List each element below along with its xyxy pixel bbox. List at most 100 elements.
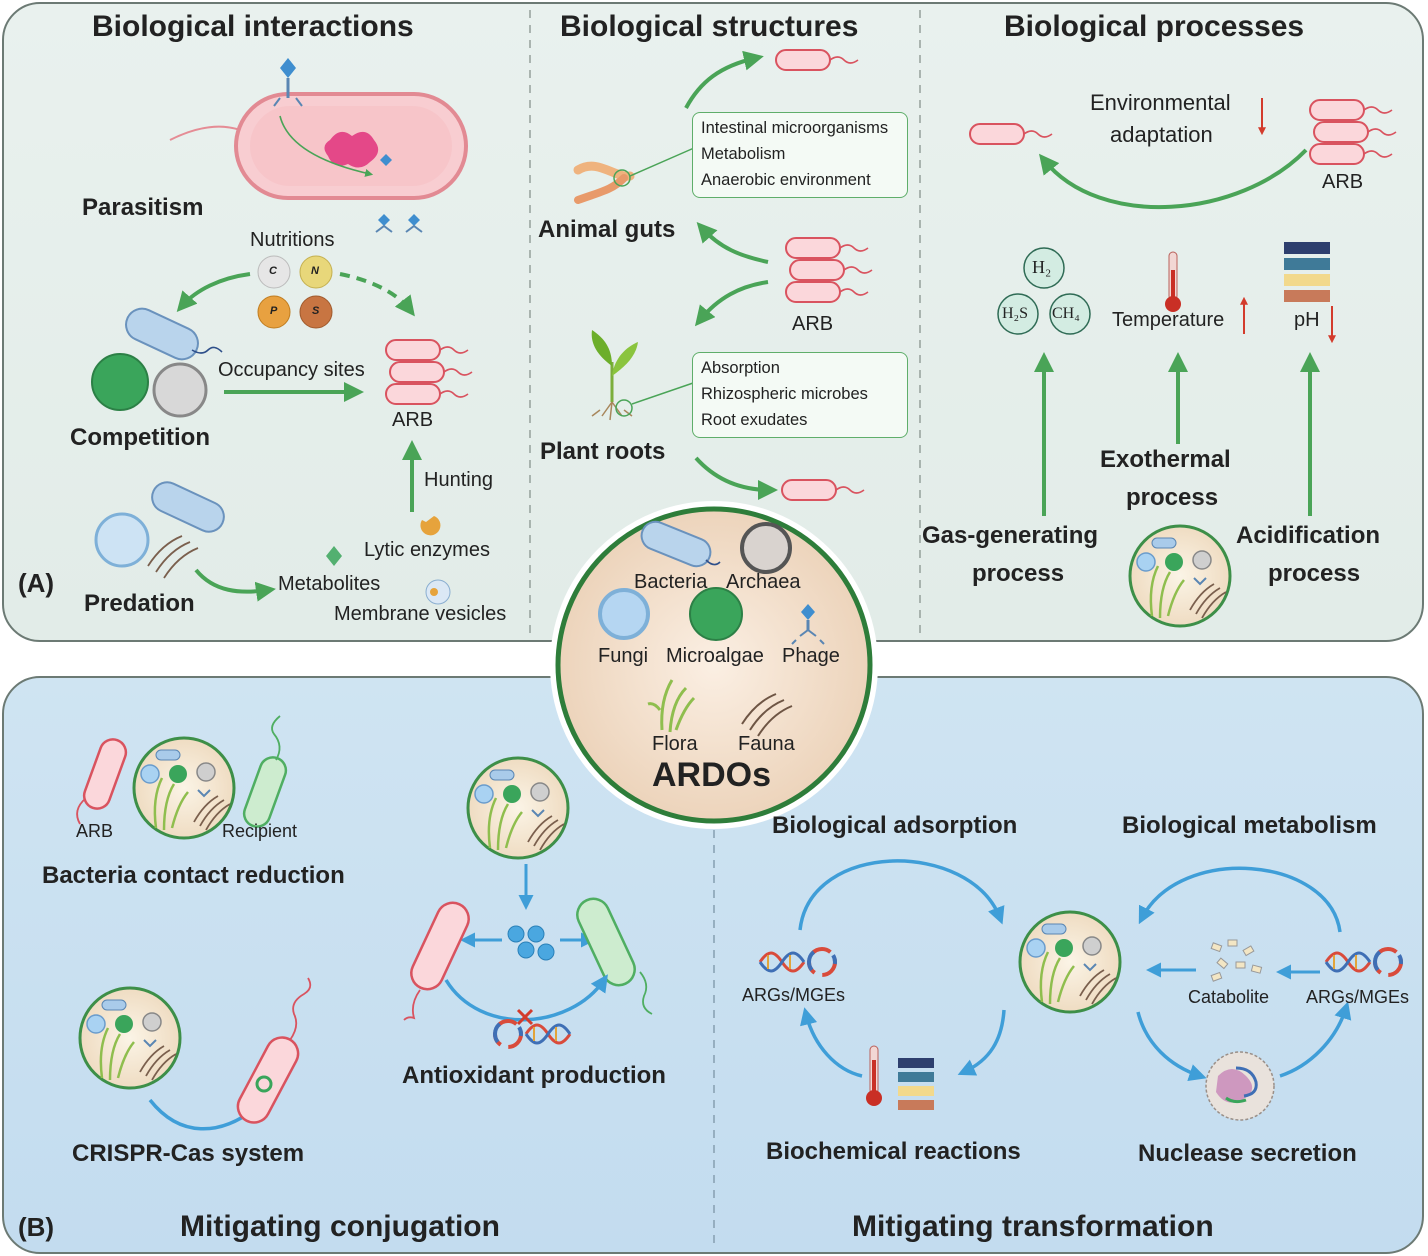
arb-stack-interactions <box>386 340 472 404</box>
label-acid-line1: Acidification <box>1236 522 1381 549</box>
label-parasitism: Parasitism <box>82 194 204 221</box>
label-args-right: ARGs/MGEs <box>1306 987 1410 1007</box>
label-catabolite: Catabolite <box>1188 987 1270 1007</box>
label-vesicles: Membrane vesicles <box>334 603 507 625</box>
label-ph: pH <box>1294 309 1320 331</box>
antioxidant-particles <box>507 925 555 961</box>
title-structures: Biological structures <box>560 10 859 43</box>
label-env-line1: Environmental <box>1090 90 1231 115</box>
arrow-biochem-to-args <box>800 1007 863 1078</box>
connector-gut <box>629 147 695 177</box>
arrow-nuclease-to-args <box>1279 1001 1352 1078</box>
label-arb-b: ARB <box>76 821 114 841</box>
gut-factors-box: Intestinal microorganisms Metabolism Ana… <box>692 112 908 198</box>
ardo-mini-contact <box>132 736 236 840</box>
dna-icon-left <box>758 951 806 973</box>
arrow-nutrition-right <box>339 272 415 317</box>
label-panel-b: (B) <box>18 1212 55 1242</box>
label-acid-line2: process <box>1268 560 1361 587</box>
catabolite-fragments <box>1210 939 1263 982</box>
contact-reduction-graphic <box>76 738 128 825</box>
org-phage: Phage <box>782 645 840 667</box>
label-panel-a: (A) <box>18 568 55 598</box>
label-recipient: Recipient <box>222 821 298 841</box>
recipient-graphic <box>242 715 288 828</box>
org-microalgae: Microalgae <box>666 645 764 667</box>
label-arb-processes: ARB <box>1322 171 1364 193</box>
arrow-to-roots <box>694 280 769 327</box>
label-competition: Competition <box>70 424 210 451</box>
donor-cell <box>403 901 470 1021</box>
ardo-title: ARDOs <box>652 756 772 794</box>
gas-h2s: H₂S <box>1002 305 1029 322</box>
parasitism-cell <box>169 58 468 233</box>
label-animal-guts: Animal guts <box>538 216 676 243</box>
thermometer-icon <box>1165 251 1181 312</box>
gut-item: Intestinal microorganisms <box>701 119 889 137</box>
arrow-metabolism-top <box>1138 866 1342 933</box>
label-exo-line1: Exothermal <box>1100 446 1231 473</box>
ardo-mini-processes <box>1128 524 1232 628</box>
biochem-icons <box>866 1045 934 1110</box>
title-processes: Biological processes <box>1004 10 1305 43</box>
root-factors-box: Absorption Rhizospheric microbes Root ex… <box>692 352 908 438</box>
gas-ch4: CH₄ <box>1052 305 1080 322</box>
label-predation: Predation <box>84 590 195 617</box>
root-item: Root exudates <box>701 411 808 429</box>
predation-organisms <box>94 481 451 605</box>
arrow-conjugation-blocked <box>444 974 608 1022</box>
root-item: Absorption <box>701 359 780 377</box>
arrow-to-nuclease <box>1136 1011 1207 1081</box>
worm <box>573 161 635 204</box>
arb-stack-structures <box>786 238 872 302</box>
title-interactions: Biological interactions <box>92 10 414 43</box>
label-hunting: Hunting <box>424 469 493 491</box>
label-biochem: Biochemical reactions <box>766 1138 1021 1165</box>
label-temperature: Temperature <box>1112 309 1225 331</box>
org-fauna: Fauna <box>738 733 795 755</box>
label-adsorption: Biological adsorption <box>772 812 1018 839</box>
connector-root <box>631 381 697 405</box>
arrow-adaptation <box>1038 148 1308 210</box>
label-gas-line2: process <box>972 560 1065 587</box>
label-nuclease: Nuclease secretion <box>1138 1140 1357 1167</box>
title-mitigating-conjugation: Mitigating conjugation <box>180 1210 500 1243</box>
arb-stack-processes <box>1310 100 1396 164</box>
label-contact-reduction: Bacteria contact reduction <box>42 862 345 889</box>
ph-scale-icon <box>1284 242 1330 302</box>
gut-item: Metabolism <box>701 145 786 163</box>
label-exo-line2: process <box>1126 484 1219 511</box>
nutrient-n: N <box>311 265 319 277</box>
arrow-structure-bottom <box>694 456 778 500</box>
dna-icon <box>524 1023 572 1045</box>
gas-h2: H₂ <box>1032 257 1052 277</box>
label-crispr: CRISPR-Cas system <box>72 1140 305 1167</box>
arrow-nutrition-left <box>176 272 251 313</box>
ardo-mini-crispr <box>78 986 182 1090</box>
gut-item: Anaerobic environment <box>701 171 871 189</box>
cross-icon <box>516 1008 534 1026</box>
recipient-cell <box>576 897 653 1015</box>
crispr-target-cell <box>236 977 312 1124</box>
arrow-to-guts <box>696 222 769 264</box>
title-mitigating-transformation: Mitigating transformation <box>852 1210 1214 1243</box>
label-metabolism: Biological metabolism <box>1122 812 1377 839</box>
ardo-mini-antioxidant <box>466 756 570 860</box>
arrow-adsorption-top <box>798 859 1005 931</box>
org-fungi: Fungi <box>598 645 649 667</box>
dna-icon-right <box>1324 951 1372 973</box>
nutrient-p: P <box>270 305 278 317</box>
org-flora: Flora <box>652 733 698 755</box>
arb-top <box>775 49 859 71</box>
label-nutritions: Nutritions <box>250 229 335 251</box>
org-archaea: Archaea <box>726 571 801 593</box>
plasmid-icon-right <box>1373 947 1403 977</box>
arrow-to-biochem <box>957 1009 1006 1076</box>
nutrient-c: C <box>269 265 277 277</box>
gas-circles <box>997 247 1091 335</box>
arb-adapted <box>969 123 1053 145</box>
arb-bottom <box>781 479 865 501</box>
plasmid-icon-left <box>807 947 837 977</box>
